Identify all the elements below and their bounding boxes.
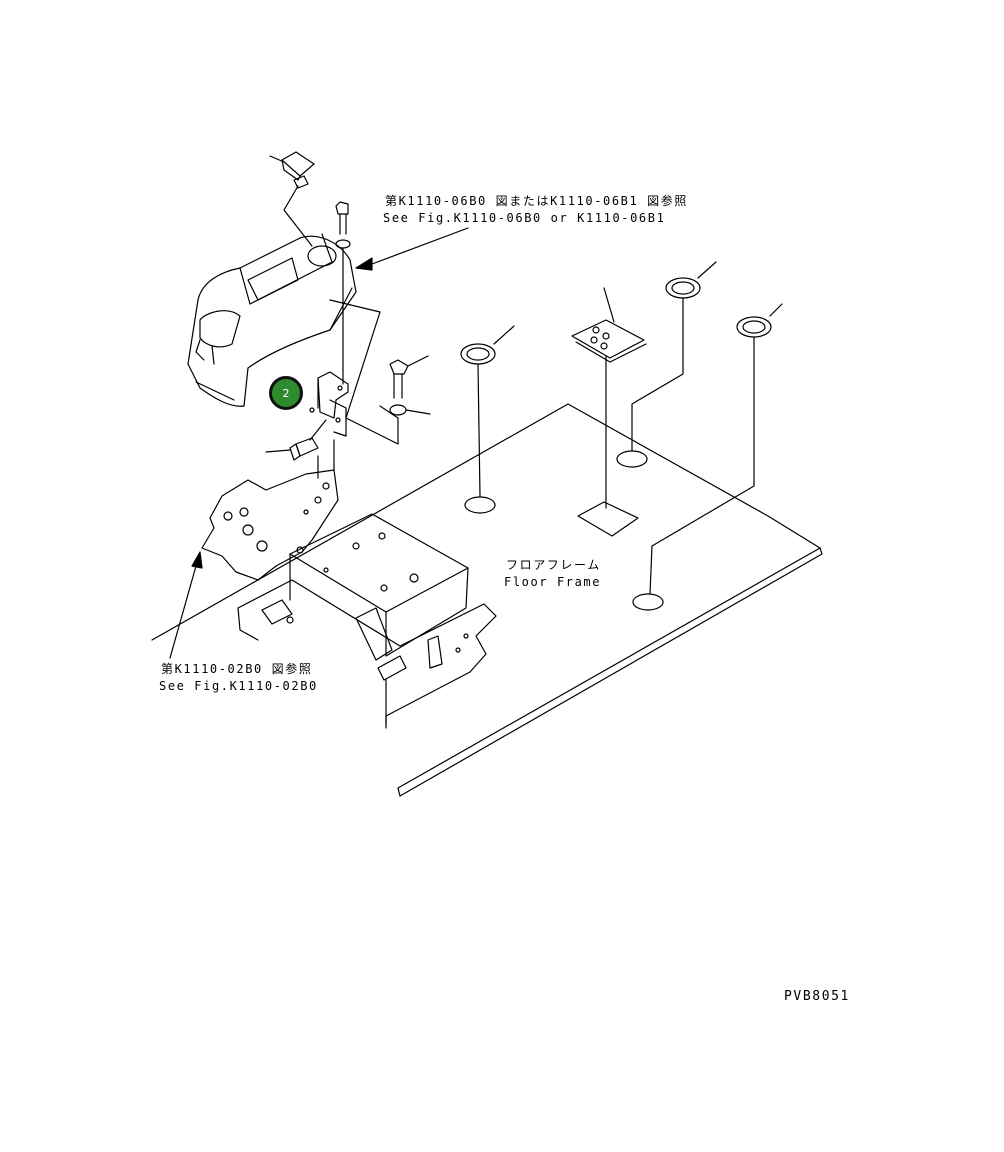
floor-frame-label-jp: フロアフレーム (506, 558, 601, 572)
console-cover (187, 233, 357, 407)
controller-box (289, 513, 469, 661)
callout-number: 2 (282, 386, 290, 400)
bracket (309, 299, 399, 445)
mounting-panel (201, 439, 339, 581)
reference-arrow-top (355, 227, 469, 271)
floor-holes (464, 450, 664, 611)
grommets (460, 277, 772, 365)
assembly-lines (477, 261, 783, 595)
floor-frame-plate (151, 403, 823, 797)
reference-arrow-bottom (169, 551, 203, 659)
reference-note-top-en: See Fig.K1110-06B0 or K1110-06B1 (383, 211, 666, 225)
reference-note-top-jp: 第K1110-06B0 図またはK1110-06B1 図参照 (385, 194, 688, 208)
base-frame (237, 579, 497, 729)
sensor-part (269, 151, 315, 247)
top-bolt (335, 201, 351, 385)
connector (265, 419, 327, 461)
callout-badge[interactable]: 2 (269, 376, 303, 410)
floor-frame-label-en: Floor Frame (504, 575, 602, 589)
mid-bolt (389, 355, 431, 416)
drawing-code: PVB8051 (784, 989, 850, 1004)
reference-note-bottom-en: See Fig.K1110-02B0 (159, 679, 318, 693)
reference-note-bottom-jp: 第K1110-02B0 図参照 (161, 662, 313, 676)
